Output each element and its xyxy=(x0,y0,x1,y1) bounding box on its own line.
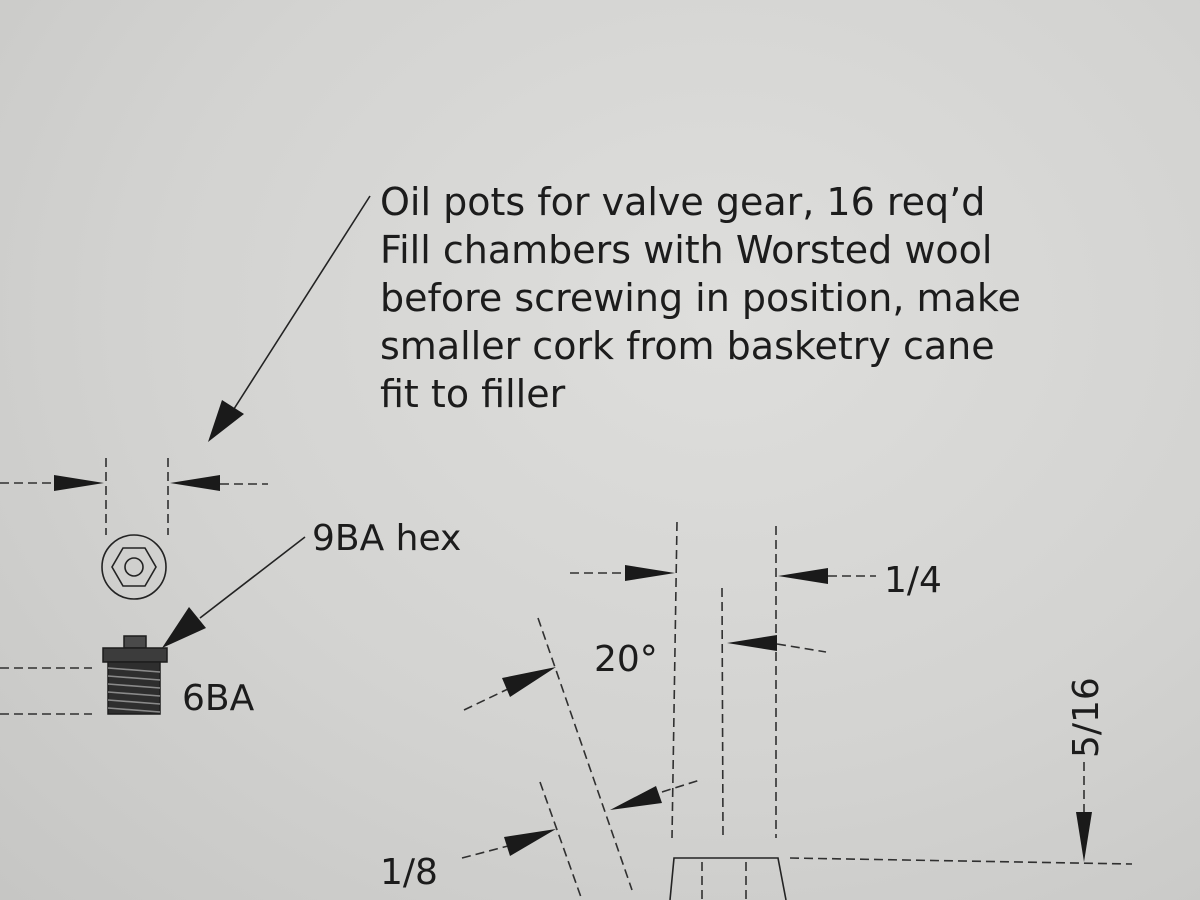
note-leader-line xyxy=(231,195,371,413)
quarter-arrowhead-right xyxy=(778,568,828,584)
eighth-dim-line xyxy=(461,845,509,859)
note-line-4: smaller cork from basketry cane xyxy=(380,324,995,368)
hex-leader-line xyxy=(199,536,306,619)
angled-dim-line-left xyxy=(463,687,511,711)
note-line-3: before screwing in position, make xyxy=(380,276,1021,320)
hex-nut-top-view xyxy=(101,534,167,600)
quarter-inch-dimension: 1/4 xyxy=(570,560,942,601)
hex-bore xyxy=(124,557,144,577)
oil-pot-side-view: 6BA xyxy=(0,635,255,719)
five-sixteenths-dimension: 5/16 xyxy=(789,677,1133,865)
note-leader-arrowhead xyxy=(208,400,244,442)
wall-line-left xyxy=(671,521,678,839)
label-1-8: 1/8 xyxy=(380,852,438,893)
dimension-arrowhead-left xyxy=(54,475,104,491)
angled-dim-line-right xyxy=(661,779,701,793)
angled-part xyxy=(463,617,701,900)
angled-line-inner xyxy=(539,781,583,900)
note-line-1: Oil pots for valve gear, 16 req’d xyxy=(380,180,985,224)
eighth-inch-dimension: 1/8 xyxy=(380,829,556,893)
hex-leader-arrowhead xyxy=(162,607,206,648)
quarter-arrowhead-left xyxy=(625,565,675,581)
angled-arrowhead-lower xyxy=(610,786,662,810)
angled-arrowhead-upper xyxy=(502,667,556,697)
bore-line xyxy=(721,587,724,836)
oil-pot-hex-collar xyxy=(102,647,168,663)
oil-pot-width-dimension xyxy=(0,458,268,535)
note-leader xyxy=(208,195,371,442)
dimension-arrowhead-right xyxy=(170,475,220,491)
base-block xyxy=(669,857,787,900)
label-5-16: 5/16 xyxy=(1066,677,1107,758)
five-sixteenths-arrowhead xyxy=(1076,812,1092,862)
label-1-4: 1/4 xyxy=(884,560,942,601)
eighth-arrowhead xyxy=(504,829,556,856)
label-9ba-hex: 9BA hex xyxy=(312,518,461,559)
base-block-outline xyxy=(669,857,787,900)
angled-line-outer xyxy=(537,617,633,891)
note-block: Oil pots for valve gear, 16 req’d Fill c… xyxy=(380,180,1021,416)
hex-outer-circle xyxy=(101,534,167,600)
thread-lines xyxy=(107,667,161,713)
bore-arrowhead xyxy=(727,635,777,651)
note-line-5: fit to filler xyxy=(380,372,566,416)
label-20-degrees: 20° xyxy=(594,639,658,680)
bore-dimension xyxy=(727,635,827,653)
label-6ba: 6BA xyxy=(182,678,255,719)
hex-outline xyxy=(111,547,157,587)
right-part-outline xyxy=(671,521,777,839)
base-extension-line xyxy=(789,857,1133,865)
hex-callout: 9BA hex xyxy=(162,518,461,648)
note-line-2: Fill chambers with Worsted wool xyxy=(380,228,992,272)
oil-pot-filler-cap xyxy=(123,635,147,649)
bore-dim-line xyxy=(776,643,827,653)
